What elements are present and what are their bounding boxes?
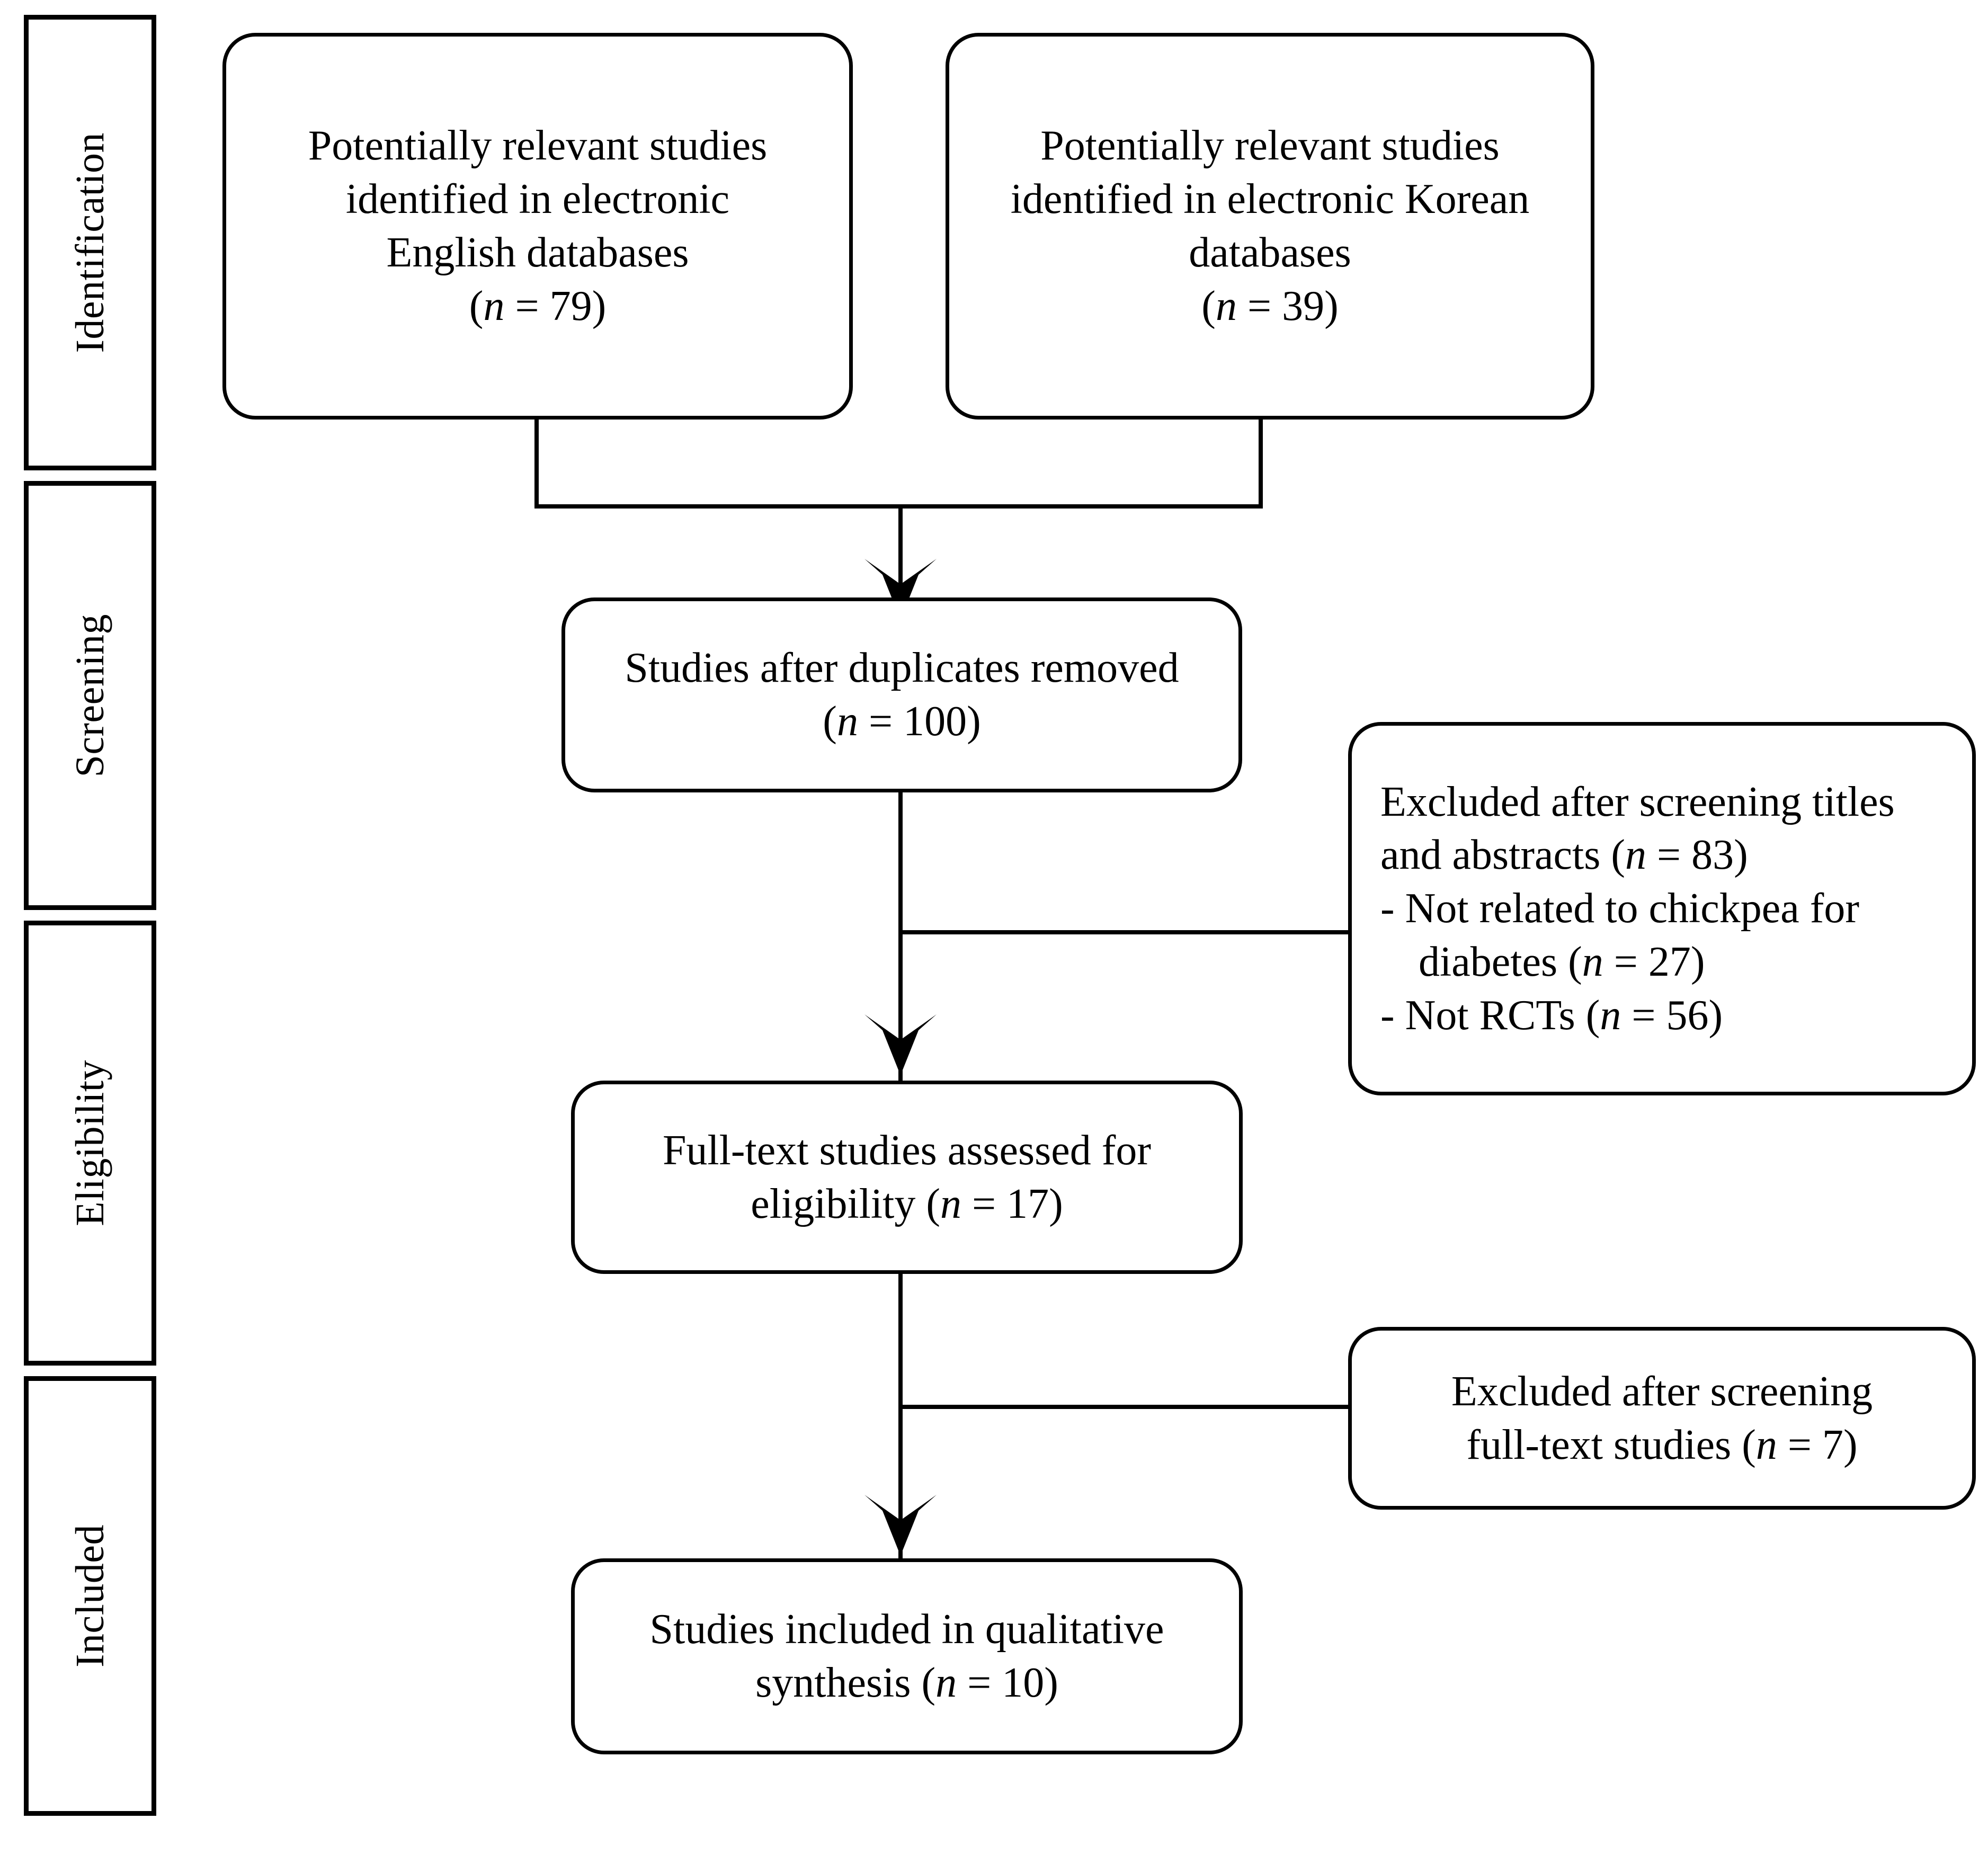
connector-merge-stem	[898, 504, 903, 594]
box-fulltext-assessed-line1: Full-text studies assessed for	[662, 1127, 1152, 1174]
box-english-databases-line2: identified in electronic	[345, 176, 730, 223]
connector-fulltext-to-included	[898, 1271, 903, 1563]
stage-label-identification-text: Identification	[68, 132, 112, 353]
box-excluded-fulltext-line2: full-text studies (n = 7)	[1466, 1421, 1858, 1468]
box-english-databases-line3: English databases	[386, 229, 689, 276]
box-duplicates-removed: Studies after duplicates removed (n = 10…	[561, 597, 1242, 792]
n-symbol: n	[940, 1180, 961, 1227]
n-symbol: n	[483, 282, 505, 329]
n-symbol: n	[1582, 938, 1603, 985]
n-symbol: n	[1625, 832, 1647, 879]
box-english-databases: Potentially relevant studies identified …	[222, 33, 853, 420]
box-korean-databases-line1: Potentially relevant studies	[1040, 122, 1500, 170]
box-fulltext-assessed-text: Full-text studies assessed for eligibili…	[593, 1124, 1221, 1231]
box-included-line2: synthesis (n = 10)	[755, 1660, 1058, 1706]
box-included-qualitative-synthesis: Studies included in qualitative synthesi…	[571, 1558, 1243, 1754]
box-korean-databases-count: (n = 39)	[1201, 282, 1339, 329]
box-english-databases-line1: Potentially relevant studies	[308, 122, 768, 170]
box-duplicates-removed-count: (n = 100)	[823, 698, 981, 745]
excluded-reason-chickpea-line2: diabetes (n = 27)	[1419, 938, 1705, 985]
box-fulltext-assessed-value: 17	[1006, 1180, 1049, 1227]
box-duplicates-removed-count-value: 100	[903, 698, 967, 745]
stage-label-screening-text: Screening	[68, 613, 112, 778]
box-excluded-fulltext-line1: Excluded after screening	[1451, 1368, 1873, 1415]
box-included-value: 10	[1002, 1660, 1045, 1706]
connector-korean-db-drop	[1259, 418, 1263, 509]
box-fulltext-assessed-line2: eligibility (n = 17)	[751, 1180, 1063, 1227]
box-english-databases-count: (n = 79)	[469, 282, 607, 329]
connector-branch-to-excluded-fulltext	[901, 1405, 1348, 1409]
stage-label-included-text: Included	[68, 1524, 112, 1667]
box-korean-databases: Potentially relevant studies identified …	[946, 33, 1594, 420]
excluded-reason-rct: - Not RCTs (n = 56)	[1380, 992, 1723, 1039]
box-korean-databases-count-value: 39	[1282, 282, 1325, 329]
box-korean-databases-text: Potentially relevant studies identified …	[967, 119, 1573, 333]
box-english-databases-count-value: 79	[549, 282, 592, 329]
excluded-reason-chickpea-value: 27	[1648, 938, 1691, 985]
stage-label-identification: Identification	[24, 15, 156, 470]
box-excluded-titles-abstracts-text: Excluded after screening titles and abst…	[1380, 775, 1954, 1042]
box-included-qualitative-synthesis-text: Studies included in qualitative synthesi…	[593, 1603, 1221, 1710]
connector-duplicates-to-fulltext	[898, 789, 903, 1083]
box-excluded-fulltext-value: 7	[1822, 1421, 1844, 1468]
box-duplicates-removed-text: Studies after duplicates removed (n = 10…	[583, 641, 1220, 748]
excluded-titles-heading-line1: Excluded after screening titles	[1380, 778, 1895, 825]
n-symbol: n	[1215, 282, 1237, 329]
box-korean-databases-line3: databases	[1189, 229, 1351, 276]
excluded-reason-chickpea-line1: - Not related to chickpea for	[1380, 885, 1860, 932]
box-excluded-fulltext-text: Excluded after screening full-text studi…	[1370, 1365, 1954, 1472]
excluded-titles-heading-value: 83	[1691, 832, 1734, 879]
stage-label-included: Included	[24, 1376, 156, 1816]
box-fulltext-assessed: Full-text studies assessed for eligibili…	[571, 1081, 1243, 1274]
n-symbol: n	[935, 1660, 957, 1706]
box-excluded-titles-abstracts: Excluded after screening titles and abst…	[1348, 722, 1976, 1095]
excluded-titles-heading-line2: and abstracts (n = 83)	[1380, 832, 1748, 879]
stage-label-screening: Screening	[24, 481, 156, 910]
box-english-databases-text: Potentially relevant studies identified …	[244, 119, 831, 333]
n-symbol: n	[1600, 992, 1621, 1039]
box-korean-databases-line2: identified in electronic Korean	[1010, 176, 1530, 223]
connector-english-db-drop	[534, 418, 539, 509]
stage-label-eligibility-text: Eligibility	[68, 1060, 112, 1226]
n-symbol: n	[1755, 1421, 1777, 1468]
n-symbol: n	[836, 698, 858, 745]
box-excluded-fulltext: Excluded after screening full-text studi…	[1348, 1327, 1976, 1510]
stage-label-eligibility: Eligibility	[24, 921, 156, 1366]
box-included-line1: Studies included in qualitative	[649, 1606, 1164, 1653]
excluded-reason-rct-value: 56	[1666, 992, 1709, 1039]
box-duplicates-removed-line1: Studies after duplicates removed	[625, 645, 1179, 692]
connector-branch-to-excluded-titles	[901, 930, 1348, 934]
